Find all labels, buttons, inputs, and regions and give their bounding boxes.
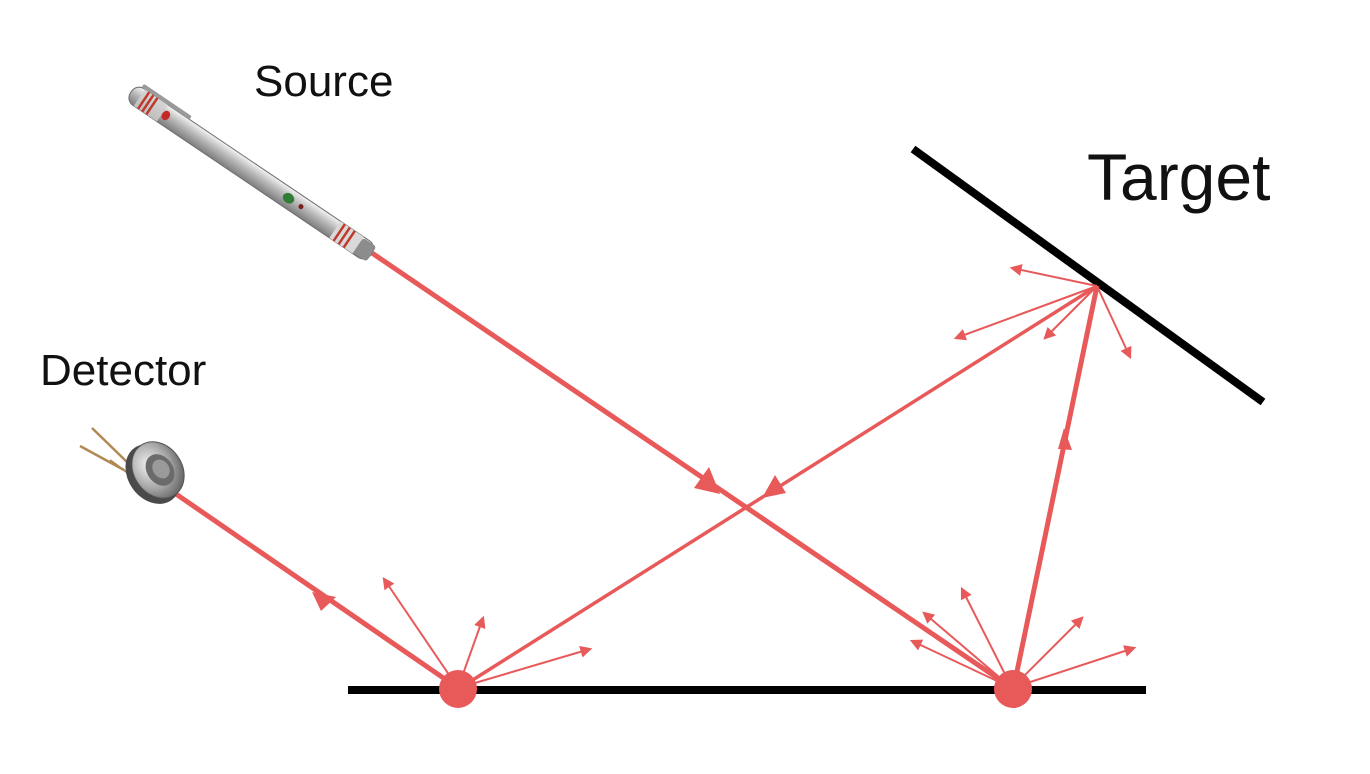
- arrowhead-return: [762, 475, 786, 498]
- beam-ground-to-detector: [158, 480, 460, 691]
- arrowhead-upward: [1058, 428, 1072, 450]
- source-label: Source: [254, 57, 393, 106]
- target-surface: [910, 145, 1266, 406]
- reflection-spot-right: [994, 670, 1032, 708]
- beam-paths: [158, 250, 1100, 691]
- target-label: Target: [1087, 140, 1270, 214]
- reflection-spot-left: [439, 670, 477, 708]
- arrowhead-incident: [694, 467, 720, 494]
- beam-ground-to-target: [1011, 285, 1100, 687]
- detector-label: Detector: [40, 346, 206, 395]
- photodiode-icon: [79, 427, 185, 504]
- scatter-arrows-target: [953, 264, 1132, 360]
- beam-source-to-ground: [370, 250, 1014, 691]
- laser-pointer-icon: [128, 84, 376, 261]
- arrowhead-detector: [312, 592, 336, 611]
- beam-direction-arrows: [312, 428, 1072, 611]
